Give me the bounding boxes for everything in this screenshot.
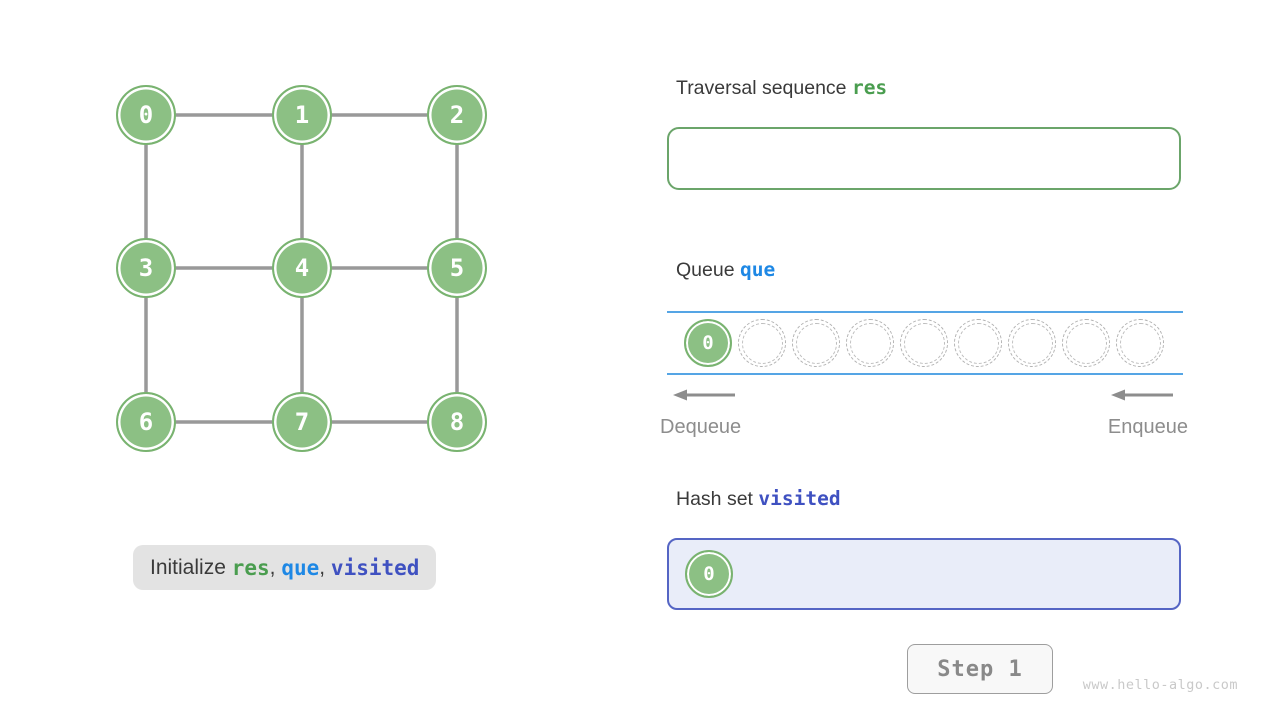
graph-panel: 0 1 2 3 4 5 6 7 8	[0, 0, 560, 490]
hashset-item: 0	[685, 550, 733, 598]
text-segment: res	[231, 555, 270, 580]
queue-empty-slot	[1062, 319, 1110, 367]
queue-empty-slot	[900, 319, 948, 367]
graph-node-6: 6	[116, 392, 176, 452]
queue-empty-slot	[792, 319, 840, 367]
queue-band: 0	[667, 311, 1183, 375]
graph-node-8: 8	[427, 392, 487, 452]
text-segment: res	[851, 76, 888, 99]
queue-title: Queue que	[676, 258, 775, 282]
enqueue-arrow-icon	[1111, 389, 1173, 401]
graph-node-7: 7	[272, 392, 332, 452]
hashset-box: 0	[667, 538, 1181, 610]
graph-node-4: 4	[272, 238, 332, 298]
text-segment: que	[281, 555, 320, 580]
step-button[interactable]: Step 1	[907, 644, 1053, 694]
hashset-title: Hash set visited	[676, 487, 841, 511]
queue-item: 0	[684, 319, 732, 367]
graph-node-3: 3	[116, 238, 176, 298]
queue-empty-slot	[1008, 319, 1056, 367]
graph-node-1: 1	[272, 85, 332, 145]
watermark: www.hello-algo.com	[1082, 677, 1238, 693]
queue-empty-slot	[738, 319, 786, 367]
text-segment: que	[739, 258, 776, 281]
text-segment: visited	[758, 487, 841, 510]
traversal-sequence-box	[667, 127, 1181, 190]
dequeue-arrow-icon	[673, 389, 735, 401]
text-segment: Initialize	[150, 555, 232, 579]
text-segment: ,	[319, 555, 331, 579]
text-segment: Queue	[676, 259, 740, 281]
queue-empty-slot	[1116, 319, 1164, 367]
dequeue-label: Dequeue	[660, 416, 742, 438]
enqueue-label: Enqueue	[1107, 416, 1188, 438]
traversal-title: Traversal sequence res	[676, 76, 887, 100]
text-segment: visited	[330, 555, 420, 580]
graph-node-0: 0	[116, 85, 176, 145]
queue-empty-slot	[846, 319, 894, 367]
queue-empty-slot	[954, 319, 1002, 367]
status-label: Initialize res, que, visited	[133, 545, 437, 590]
text-segment: Traversal sequence	[676, 77, 852, 99]
text-segment: ,	[269, 555, 282, 579]
text-segment: Hash set	[676, 488, 759, 510]
graph-node-5: 5	[427, 238, 487, 298]
graph-node-2: 2	[427, 85, 487, 145]
